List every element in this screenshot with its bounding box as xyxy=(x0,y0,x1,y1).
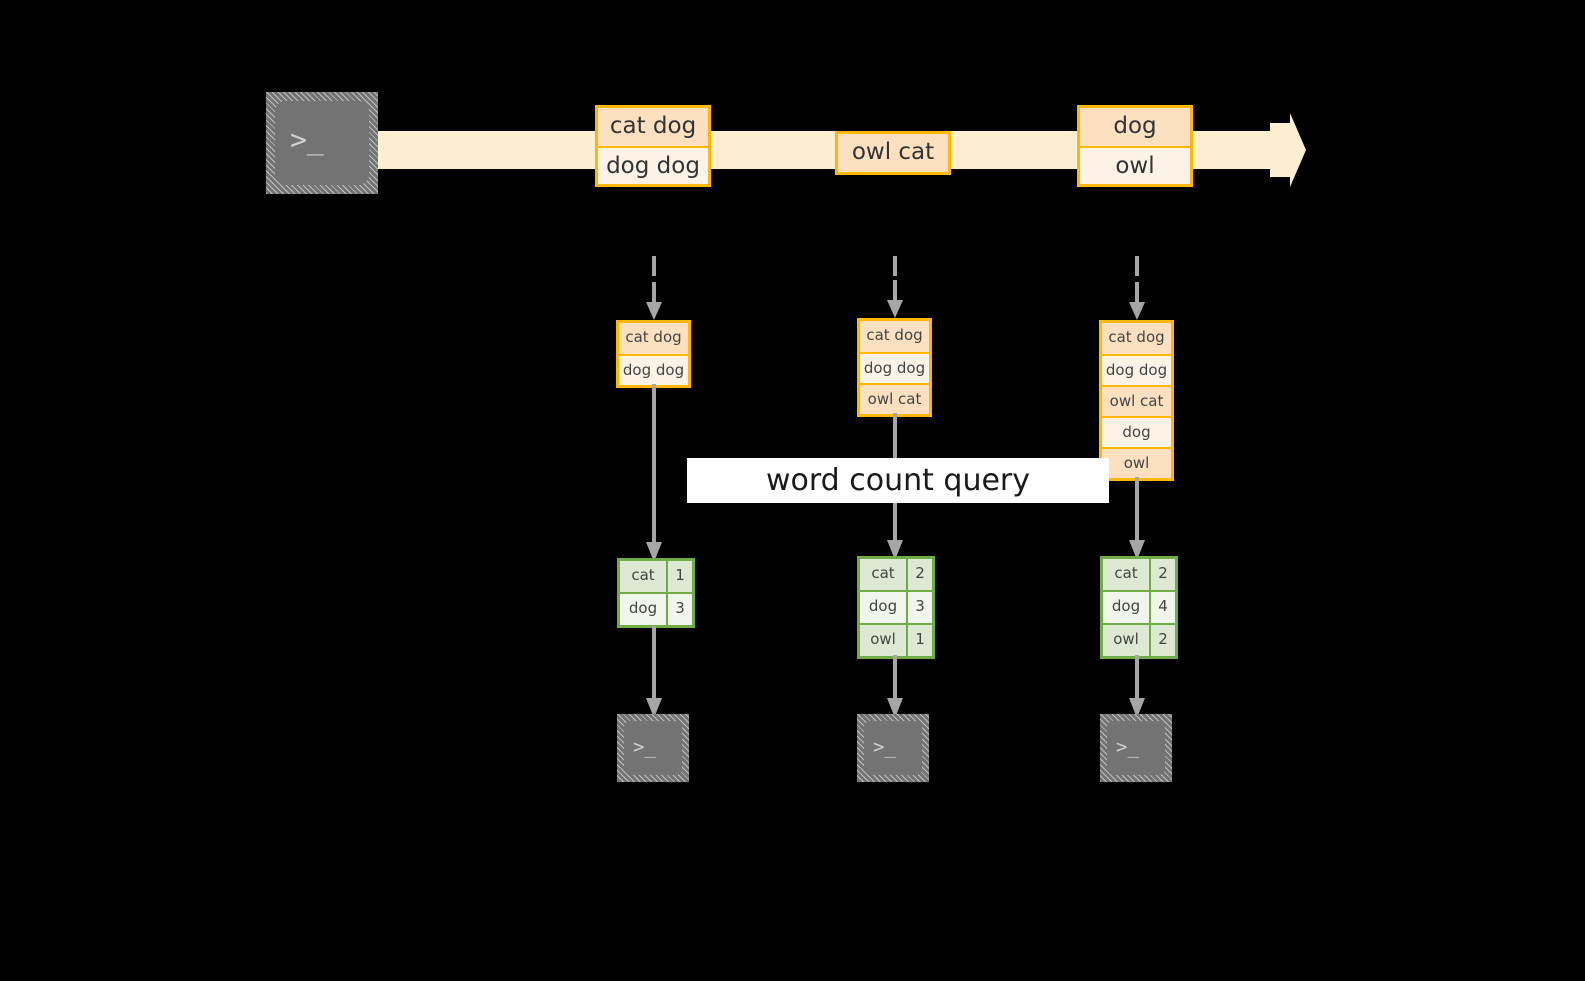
stream-record-line: owl cat xyxy=(838,134,948,172)
stream-to-snapshot-arrow-3 xyxy=(1128,256,1148,320)
result-count: 1 xyxy=(906,625,932,656)
table-row: cat 1 xyxy=(620,561,692,592)
snapshot-1-result-table: cat 1 dog 3 xyxy=(617,558,695,628)
accumulated-line: dog dog xyxy=(619,354,688,385)
result-word: cat xyxy=(1103,559,1149,590)
stream-record-1: cat dog dog dog xyxy=(595,105,711,187)
accumulated-line: dog xyxy=(1102,416,1171,447)
result-count: 3 xyxy=(906,592,932,623)
stream-to-snapshot-arrow-1 xyxy=(645,256,665,320)
table-row: dog 4 xyxy=(1103,590,1175,623)
snapshot-3-accumulated-table: cat dog dog dog owl cat dog owl xyxy=(1099,320,1174,481)
result-count: 2 xyxy=(906,559,932,590)
result-to-sink-arrow-1 xyxy=(645,626,665,718)
result-word: dog xyxy=(860,592,906,623)
accumulated-line: owl xyxy=(1102,447,1171,478)
stream-record-2: owl cat xyxy=(835,131,951,175)
result-count: 3 xyxy=(666,594,692,625)
terminal-prompt-glyph: >_ xyxy=(1116,736,1139,758)
result-word: dog xyxy=(620,594,666,625)
terminal-screen xyxy=(624,721,682,775)
terminal-screen xyxy=(864,721,922,775)
terminal-prompt-glyph: >_ xyxy=(873,736,896,758)
snapshot-2-result-table: cat 2 dog 3 owl 1 xyxy=(857,556,935,659)
result-count: 1 xyxy=(666,561,692,592)
snapshot-3-result-table: cat 2 dog 4 owl 2 xyxy=(1100,556,1178,659)
result-to-sink-arrow-3 xyxy=(1128,655,1148,718)
result-word: dog xyxy=(1103,592,1149,623)
accumulated-line: cat dog xyxy=(860,321,929,352)
snapshot-1-accumulated-table: cat dog dog dog xyxy=(616,320,691,388)
source-terminal-icon[interactable]: >_ xyxy=(266,92,378,194)
stream-record-line: dog dog xyxy=(598,146,708,184)
accumulated-line: cat dog xyxy=(1102,323,1171,354)
accumulated-line: dog dog xyxy=(860,352,929,383)
query-label: word count query xyxy=(687,458,1109,503)
stream-to-snapshot-arrow-2 xyxy=(886,256,906,318)
result-word: owl xyxy=(860,625,906,656)
terminal-prompt-glyph: >_ xyxy=(290,123,324,156)
accumulated-line: cat dog xyxy=(619,323,688,354)
accumulated-line: owl cat xyxy=(1102,385,1171,416)
terminal-screen xyxy=(275,101,369,185)
result-to-sink-arrow-2 xyxy=(886,655,906,718)
stream-arrowhead-icon xyxy=(1270,113,1306,187)
sink-terminal-icon-1[interactable]: >_ xyxy=(617,714,689,782)
result-count: 4 xyxy=(1149,592,1175,623)
accumulated-line: dog dog xyxy=(1102,354,1171,385)
stream-record-line: cat dog xyxy=(598,108,708,146)
table-row: cat 2 xyxy=(860,559,932,590)
sink-terminal-icon-3[interactable]: >_ xyxy=(1100,714,1172,782)
stream-record-line: dog xyxy=(1080,108,1190,146)
table-row: cat 2 xyxy=(1103,559,1175,590)
table-row: owl 2 xyxy=(1103,623,1175,656)
query-arrow-3 xyxy=(1128,477,1148,560)
stream-record-3: dog owl xyxy=(1077,105,1193,187)
table-row: owl 1 xyxy=(860,623,932,656)
sink-terminal-icon-2[interactable]: >_ xyxy=(857,714,929,782)
result-word: cat xyxy=(620,561,666,592)
snapshot-2-accumulated-table: cat dog dog dog owl cat xyxy=(857,318,932,417)
result-word: owl xyxy=(1103,625,1149,656)
terminal-prompt-glyph: >_ xyxy=(633,736,656,758)
table-row: dog 3 xyxy=(620,592,692,625)
table-row: dog 3 xyxy=(860,590,932,623)
terminal-screen xyxy=(1107,721,1165,775)
result-count: 2 xyxy=(1149,559,1175,590)
result-word: cat xyxy=(860,559,906,590)
result-count: 2 xyxy=(1149,625,1175,656)
stream-record-line: owl xyxy=(1080,146,1190,184)
accumulated-line: owl cat xyxy=(860,383,929,414)
query-arrow-1 xyxy=(645,384,665,562)
